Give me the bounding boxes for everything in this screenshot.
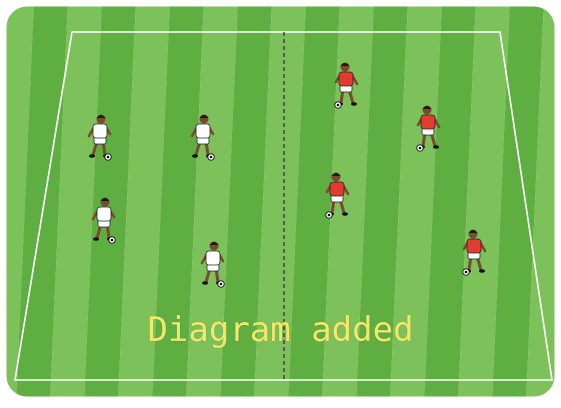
player-shoe (93, 237, 99, 241)
player-shirt (339, 72, 353, 86)
player-shirt (421, 115, 435, 129)
ball-patch (337, 104, 340, 107)
ball-patch (419, 147, 422, 150)
player-shoe (342, 212, 348, 216)
ball-patch (210, 156, 213, 159)
player-shoe (202, 281, 208, 285)
player-shoe (433, 145, 439, 149)
soccer-ball-icon (218, 281, 224, 287)
soccer-ball-icon (335, 102, 341, 108)
soccer-ball-icon (463, 269, 469, 275)
player-shirt (206, 251, 220, 265)
soccer-ball-icon (105, 154, 111, 160)
player-shirt (93, 124, 107, 138)
player-shirt (97, 207, 111, 221)
player-shoe (192, 154, 198, 158)
ball-patch (465, 271, 468, 274)
ball-patch (328, 214, 331, 217)
soccer-ball-icon (417, 145, 423, 151)
player-shirt (467, 239, 481, 253)
soccer-ball-icon (208, 154, 214, 160)
ball-patch (111, 239, 114, 242)
ball-patch (220, 283, 223, 286)
diagram-caption: Diagram added (0, 310, 561, 350)
player-shoe (479, 269, 485, 273)
soccer-ball-icon (109, 237, 115, 243)
ball-patch (107, 156, 110, 159)
soccer-ball-icon (326, 212, 332, 218)
player-shirt (196, 124, 210, 138)
player-shirt (330, 182, 344, 196)
player-shoe (89, 154, 95, 158)
player-shoe (351, 102, 357, 106)
